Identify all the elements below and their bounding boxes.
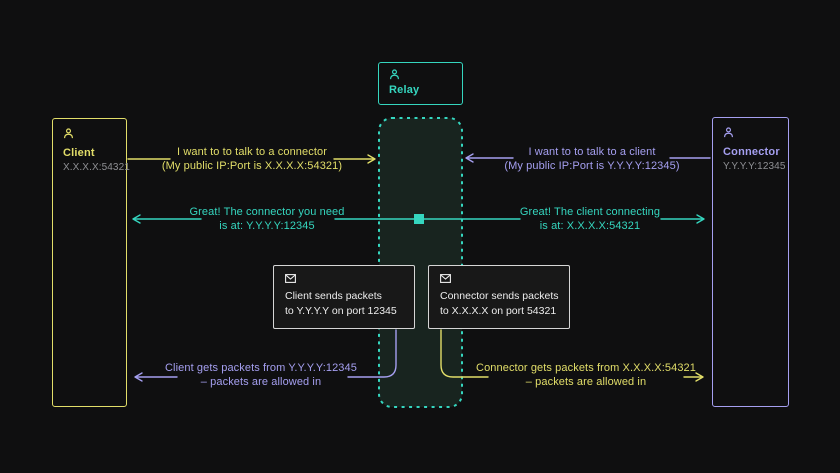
relay-label: Relay — [389, 84, 420, 96]
person-icon — [389, 69, 400, 80]
relay-node: Relay — [378, 62, 463, 105]
relay-to-connector-message: Great! The client connecting is at: X.X.… — [519, 206, 661, 232]
person-icon — [723, 127, 734, 138]
client-node: Client X.X.X.X:54321 — [52, 118, 130, 407]
client-address: X.X.X.X:54321 — [63, 162, 130, 173]
relay-exchange-line — [334, 214, 521, 224]
arrow-connector-to-relay — [465, 153, 711, 163]
envelope-icon — [285, 274, 296, 283]
connector-gets-packets-message: Connector gets packets from X.X.X.X:5432… — [476, 362, 696, 388]
client-to-relay-message: I want to to talk to a connector (My pub… — [161, 146, 343, 172]
connector-label: Connector — [723, 146, 780, 158]
envelope-icon — [440, 274, 451, 283]
person-icon — [63, 128, 74, 139]
arrow-client-to-relay — [127, 154, 376, 164]
relay-port-marker — [414, 214, 424, 224]
connector-to-relay-message: I want to to talk to a client (My public… — [504, 146, 680, 172]
client-label: Client — [63, 147, 95, 159]
connector-sends-packets-box: Connector sends packets to X.X.X.X on po… — [428, 265, 570, 329]
arrow-relay-to-client — [132, 214, 202, 224]
arrow-connector-gets-packets — [440, 329, 704, 382]
client-sends-text: Client sends packets to Y.Y.Y.Y on port … — [285, 290, 397, 317]
arrow-client-gets-packets — [134, 329, 397, 382]
connector-node: Connector Y.Y.Y.Y:12345 — [712, 117, 789, 407]
client-gets-packets-message: Client gets packets from Y.Y.Y.Y:12345 –… — [165, 362, 357, 388]
relay-to-client-message: Great! The connector you need is at: Y.Y… — [189, 206, 345, 232]
relay-nat-zone — [378, 117, 463, 408]
client-sends-packets-box: Client sends packets to Y.Y.Y.Y on port … — [273, 265, 415, 329]
connector-address: Y.Y.Y.Y:12345 — [723, 161, 786, 172]
connector-sends-text: Connector sends packets to X.X.X.X on po… — [440, 290, 559, 317]
arrow-relay-to-connector — [660, 214, 705, 224]
